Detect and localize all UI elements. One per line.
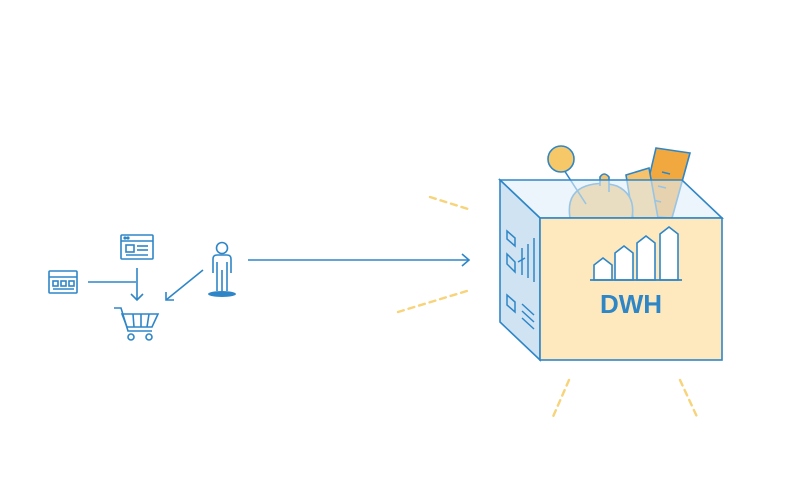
box-label: DWH <box>600 289 662 319</box>
person-icon <box>208 241 236 297</box>
browser-arrow <box>130 268 144 302</box>
browser-icon <box>120 234 154 260</box>
mini-bar-chart-icon <box>517 238 535 282</box>
square-icon <box>506 229 516 314</box>
shopping-cart-icon <box>114 307 160 341</box>
sparkle-lines <box>396 195 700 421</box>
box-front-face <box>539 217 723 361</box>
flow-arrow <box>248 253 471 267</box>
form-icon <box>48 270 78 294</box>
lines-icon <box>521 303 535 330</box>
person-arrow <box>165 269 204 301</box>
bar-chart-icon <box>590 225 682 281</box>
